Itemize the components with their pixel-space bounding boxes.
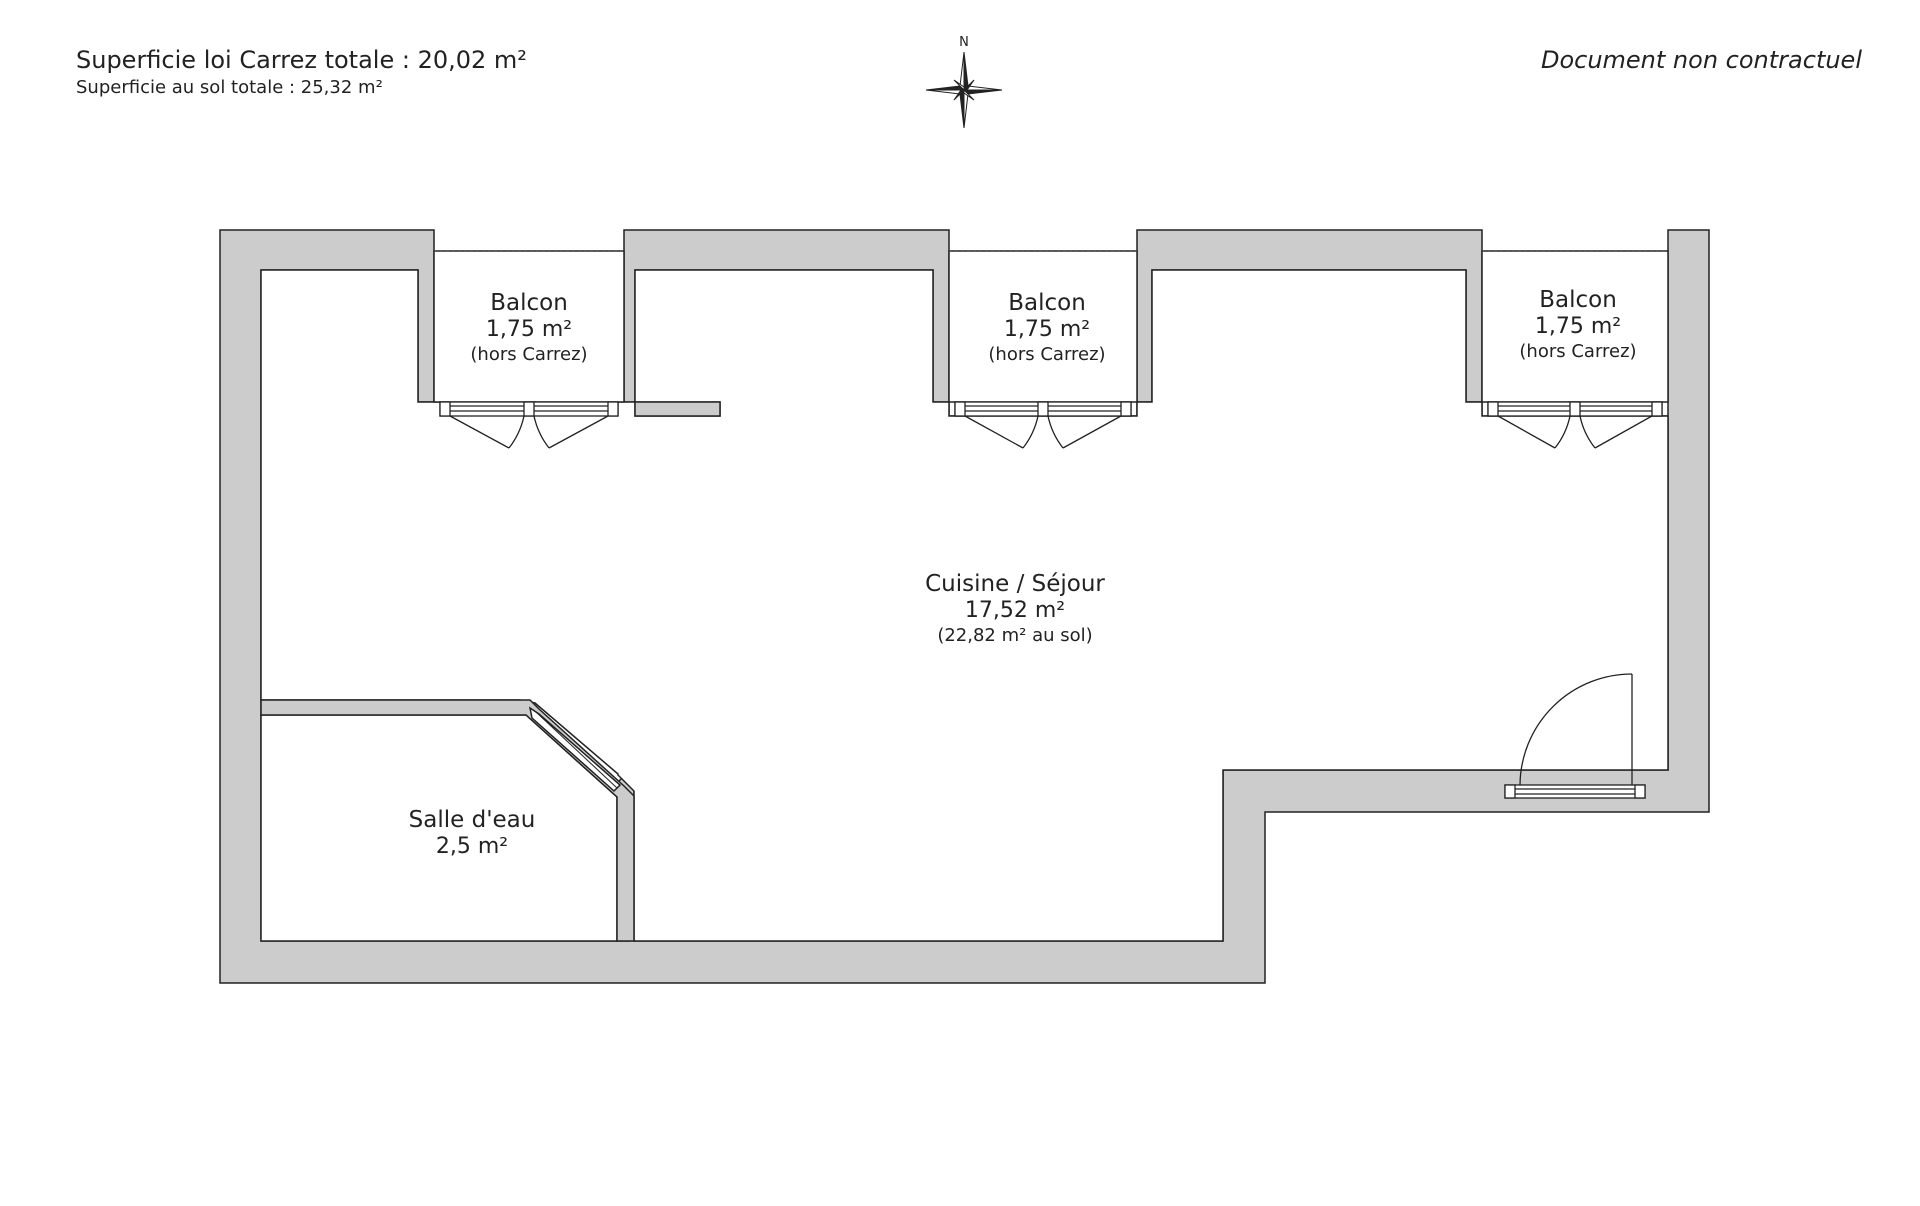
room-note: (hors Carrez) xyxy=(1519,340,1637,362)
room-name: Balcon xyxy=(1539,287,1617,313)
compass-north-label: N xyxy=(959,35,969,50)
room-name: Balcon xyxy=(490,290,568,316)
room-name: Salle d'eau xyxy=(408,807,536,833)
room-name: Cuisine / Séjour xyxy=(925,571,1105,597)
room-area: 1,75 m² xyxy=(1003,317,1091,343)
room-note: (hors Carrez) xyxy=(988,343,1106,365)
room-balcon-left xyxy=(433,250,625,403)
compass-rose-icon: N xyxy=(925,35,1003,129)
label-salle-eau: Salle d'eau 2,5 m² xyxy=(409,806,536,861)
label-sejour: Cuisine / Séjour 17,52 m² (22,82 m² au s… xyxy=(925,570,1105,647)
room-area: 1,75 m² xyxy=(1534,314,1622,340)
room-area: 2,5 m² xyxy=(435,834,509,860)
label-balcon-left: Balcon 1,75 m² (hors Carrez) xyxy=(470,289,587,366)
label-balcon-right: Balcon 1,75 m² (hors Carrez) xyxy=(1519,286,1636,363)
carrez-total-area: Superficie loi Carrez totale : 20,02 m² xyxy=(76,46,527,74)
room-area: 17,52 m² xyxy=(964,598,1066,624)
floor-total-area: Superficie au sol totale : 25,32 m² xyxy=(76,77,383,98)
room-balcon-center xyxy=(948,250,1138,403)
room-balcon-right xyxy=(1481,250,1669,403)
room-area: 1,75 m² xyxy=(485,317,573,343)
room-name: Balcon xyxy=(1008,290,1086,316)
disclaimer: Document non contractuel xyxy=(1540,46,1862,74)
label-balcon-center: Balcon 1,75 m² (hors Carrez) xyxy=(988,289,1105,366)
room-note: (22,82 m² au sol) xyxy=(937,624,1093,646)
room-note: (hors Carrez) xyxy=(470,343,588,365)
